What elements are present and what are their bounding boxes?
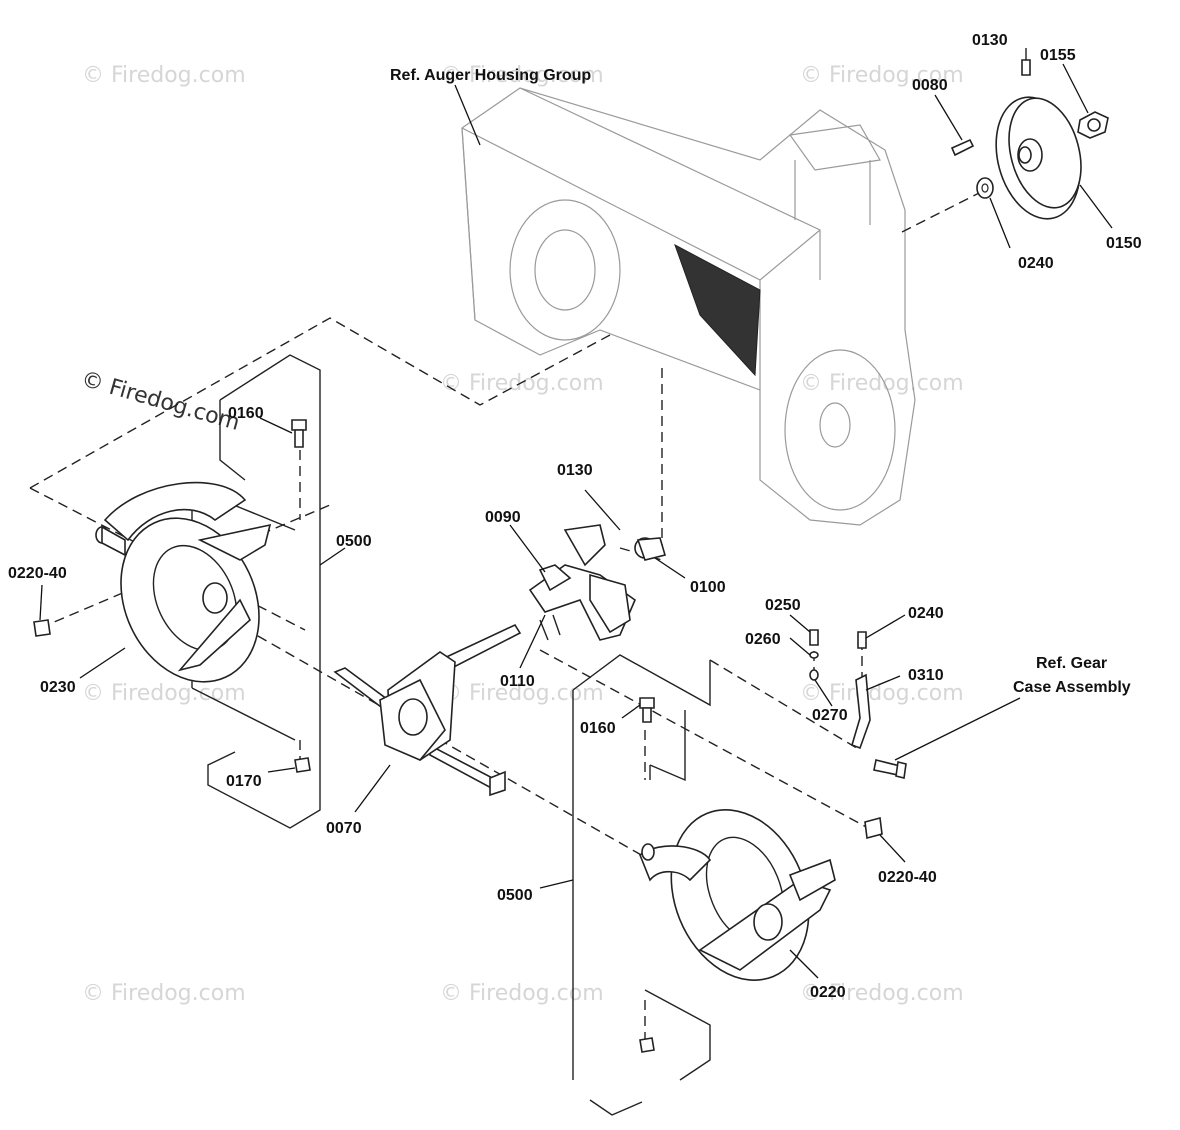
watermark: © Firedog.com: [800, 681, 964, 706]
label-0150: 0150: [1106, 235, 1142, 252]
label-0100: 0100: [690, 579, 726, 596]
label-0230: 0230: [40, 679, 76, 696]
label-0240-top: 0240: [1018, 255, 1054, 272]
label-0500-right: 0500: [497, 887, 533, 904]
label-0270: 0270: [812, 707, 848, 724]
label-ref-gear: Ref. Gear: [1036, 655, 1107, 672]
label-0130-top: 0130: [972, 32, 1008, 49]
label-0090: 0090: [485, 509, 521, 526]
label-0250: 0250: [765, 597, 801, 614]
label-0130-mid: 0130: [557, 462, 593, 479]
labels: Ref. Auger Housing Group 0130 0155 0080 …: [8, 32, 1142, 1001]
hardware: [33, 419, 907, 1053]
label-ref-auger-housing: Ref. Auger Housing Group: [390, 67, 591, 84]
label-0260: 0260: [745, 631, 781, 648]
label-0220-40-left: 0220-40: [8, 565, 67, 582]
label-0220-40-right: 0220-40: [878, 869, 937, 886]
watermark: © Firedog.com: [440, 63, 604, 88]
gear-case: [333, 623, 522, 797]
label-0110: 0110: [500, 673, 535, 690]
watermark: © Firedog.com: [440, 371, 604, 396]
auger-right: [639, 809, 836, 981]
watermark-dark: © Firedog.com: [78, 367, 242, 436]
label-0155: 0155: [1040, 47, 1076, 64]
label-0170: 0170: [226, 773, 262, 790]
pulley-assembly: [950, 59, 1109, 220]
watermark-layer: © Firedog.com © Firedog.com © Firedog.co…: [78, 63, 963, 1006]
watermark: © Firedog.com: [440, 681, 604, 706]
label-0220: 0220: [810, 984, 846, 1001]
label-0500-left: 0500: [336, 533, 372, 550]
label-0070: 0070: [326, 820, 362, 837]
label-0310: 0310: [908, 667, 944, 684]
watermark: © Firedog.com: [82, 981, 246, 1006]
bracket-frame-right: [572, 654, 711, 1116]
watermark: © Firedog.com: [82, 63, 246, 88]
watermark: © Firedog.com: [440, 981, 604, 1006]
leader-lines: [39, 48, 1113, 979]
label-0160-left: 0160: [228, 405, 264, 422]
watermark: © Firedog.com: [800, 981, 964, 1006]
watermark: © Firedog.com: [800, 63, 964, 88]
auger-housing-drawing: [461, 87, 916, 526]
label-0080: 0080: [912, 77, 948, 94]
impeller-assembly: [528, 524, 667, 641]
label-0160-right: 0160: [580, 720, 616, 737]
watermark: © Firedog.com: [800, 371, 964, 396]
auger-left: [95, 481, 272, 683]
label-0240-mid: 0240: [908, 605, 944, 622]
label-ref-gear-case: Case Assembly: [1013, 679, 1131, 696]
